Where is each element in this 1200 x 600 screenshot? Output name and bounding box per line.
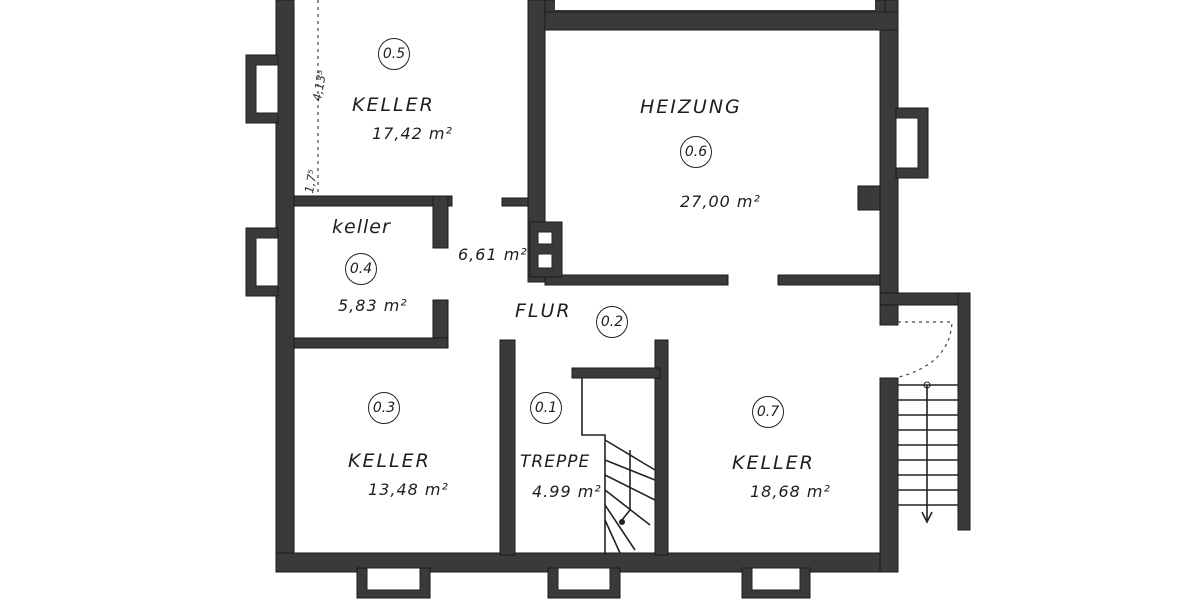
room-number: 0.5 <box>378 38 410 70</box>
room-name: keller <box>332 216 391 238</box>
walls <box>275 0 971 573</box>
room-name: HEIZUNG <box>640 96 742 118</box>
room-number: 0.3 <box>368 392 400 424</box>
door-swing <box>894 321 953 379</box>
room-name: KELLER <box>352 94 435 116</box>
room-name: TREPPE <box>520 452 591 472</box>
room-number: 0.4 <box>345 253 377 285</box>
room-number: 0.6 <box>680 136 712 168</box>
room-area: 6,61 m² <box>458 245 528 264</box>
room-area: 17,42 m² <box>372 124 453 143</box>
room-number: 0.7 <box>752 396 784 428</box>
chimney <box>529 185 881 278</box>
room-name: FLUR <box>515 300 572 322</box>
room-number: 0.2 <box>596 306 628 338</box>
room-area: 13,48 m² <box>368 480 449 499</box>
staircase <box>581 321 958 555</box>
room-area: 5,83 m² <box>338 296 408 315</box>
windows <box>245 0 929 599</box>
room-area: 18,68 m² <box>750 482 831 501</box>
external-stair <box>898 381 958 524</box>
room-number: 0.1 <box>530 392 562 424</box>
room-name: KELLER <box>732 452 815 474</box>
room-name: KELLER <box>348 450 431 472</box>
room-area: 4.99 m² <box>532 482 602 501</box>
room-area: 27,00 m² <box>680 192 761 211</box>
